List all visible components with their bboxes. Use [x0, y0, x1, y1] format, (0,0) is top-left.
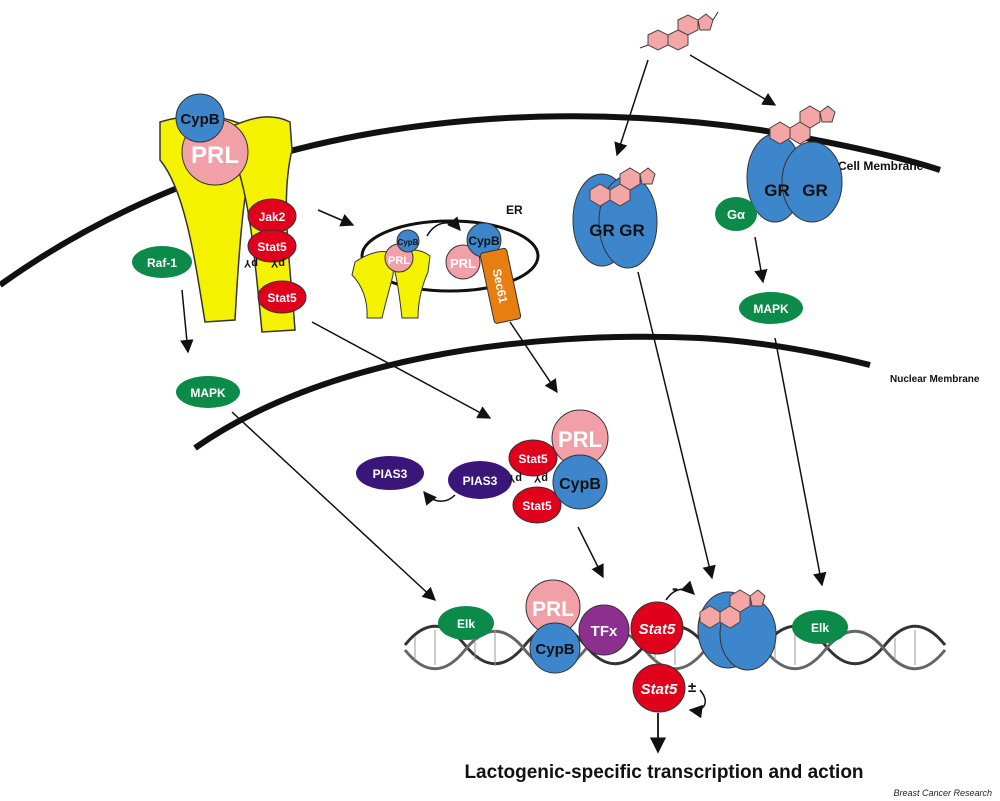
svg-text:Raf-1: Raf-1	[147, 256, 177, 270]
curved-arrow-pias3	[423, 490, 456, 506]
svg-text:PRL: PRL	[532, 598, 574, 621]
elk-left: Elk	[438, 606, 494, 640]
pias3-free: PIAS3	[356, 456, 424, 490]
mapk-left: MAPK	[176, 376, 240, 408]
svg-text:Stat5: Stat5	[267, 291, 297, 305]
gr-dimer-membrane: GR GR	[746, 105, 843, 223]
svg-text:MAPK: MAPK	[190, 386, 226, 400]
cypb-protein: CypB	[175, 93, 225, 143]
curved-arrow-minus	[665, 580, 695, 601]
plusminus-sign: ±	[688, 679, 696, 696]
er-cypb: CypB	[466, 222, 502, 258]
gr-dimer-cytoplasm: GR GR	[572, 167, 658, 269]
svg-text:Stat5: Stat5	[518, 452, 548, 466]
sec61-channel: Sec61	[479, 247, 522, 324]
stat5-dna-top: Stat5	[630, 601, 684, 655]
curved-arrow-plusminus	[688, 689, 706, 719]
arrow-sec61-to-nucleus	[509, 321, 558, 394]
svg-text:GR: GR	[802, 181, 828, 200]
nuclear-membrane-line	[193, 333, 871, 451]
cypb-dna: CypB	[529, 622, 581, 674]
stat5-dna-bottom: Stat5	[632, 663, 686, 713]
svg-text:Stat5: Stat5	[522, 499, 552, 513]
raf1-protein: Raf-1	[132, 246, 192, 278]
py-label: pY	[270, 257, 285, 269]
svg-text:Elk: Elk	[457, 617, 475, 631]
glucocorticoid-molecule	[639, 11, 719, 51]
py-label: pY	[507, 472, 522, 484]
svg-text:PRL: PRL	[558, 427, 602, 452]
svg-text:CypB: CypB	[559, 476, 601, 493]
gr-dna	[697, 589, 777, 671]
caption: Lactogenic-specific transcription and ac…	[464, 762, 863, 783]
svg-text:CypB: CypB	[180, 111, 219, 128]
arrow-steroid-to-gr-right	[689, 54, 777, 106]
arrow-receptor-to-er	[317, 209, 355, 227]
prl-nuclear: PRL	[551, 409, 609, 467]
svg-text:GR: GR	[589, 221, 615, 240]
cypb-nuclear: CypB	[552, 454, 608, 510]
arrow-stat5-to-nucleus	[311, 321, 492, 419]
er-prl: PRL	[445, 244, 481, 280]
svg-text:PRL: PRL	[388, 255, 410, 267]
py-label: pY	[533, 472, 548, 484]
svg-text:CypB: CypB	[535, 641, 574, 658]
arrow-gr-to-dna	[637, 271, 716, 580]
curved-arrow-er	[426, 216, 461, 237]
pias3-bound: PIAS3	[448, 461, 512, 499]
svg-text:Jak2: Jak2	[259, 210, 286, 224]
svg-text:Gα: Gα	[727, 207, 745, 222]
stat5-nuclear-top: Stat5	[508, 439, 558, 477]
stat5-nuclear-bottom: Stat5	[512, 486, 562, 524]
svg-text:GR: GR	[619, 221, 645, 240]
svg-text:PIAS3: PIAS3	[463, 474, 498, 488]
internalized-receptor: PRL CypB	[351, 229, 431, 319]
stat5-receptor-bound: Stat5	[247, 229, 297, 263]
svg-text:Stat5: Stat5	[257, 240, 287, 254]
er-label: ER	[506, 203, 523, 217]
jak2-protein: Jak2	[247, 198, 297, 234]
svg-text:MAPK: MAPK	[753, 302, 789, 316]
svg-text:PRL: PRL	[450, 256, 476, 271]
arrow-steroid-to-gr-left	[614, 59, 649, 157]
stat5-dimer-partner: Stat5	[257, 280, 307, 314]
svg-text:Elk: Elk	[811, 621, 829, 635]
arrow-raf1-to-mapk	[180, 289, 194, 354]
prl-dna: PRL	[525, 579, 581, 635]
svg-text:CypB: CypB	[468, 234, 500, 248]
elk-right: Elk	[792, 610, 848, 644]
cell-membrane-line	[0, 113, 941, 288]
nuclear-membrane-label: Nuclear Membrane	[890, 374, 980, 385]
arrow-mapk-left-to-elk	[231, 411, 436, 601]
py-label: pY	[243, 257, 258, 269]
svg-text:PRL: PRL	[191, 142, 239, 169]
arrow-mapk-right-to-elk	[774, 337, 827, 587]
svg-text:TFx: TFx	[591, 623, 618, 640]
credit: Breast Cancer Research	[893, 788, 992, 798]
galpha-protein: Gα	[715, 197, 757, 231]
cell-membrane-label: Cell Membrane	[838, 159, 924, 173]
svg-text:CypB: CypB	[398, 238, 419, 247]
svg-text:Stat5: Stat5	[639, 621, 676, 638]
svg-text:PIAS3: PIAS3	[373, 467, 408, 481]
svg-text:Stat5: Stat5	[641, 681, 678, 698]
arrow-galpha-to-mapk	[754, 236, 768, 284]
tfx-protein: TFx	[578, 604, 630, 656]
mapk-right: MAPK	[739, 292, 803, 324]
svg-text:GR: GR	[764, 181, 790, 200]
minus-sign: -	[672, 578, 678, 598]
arrow-complex-to-dna	[577, 526, 604, 579]
